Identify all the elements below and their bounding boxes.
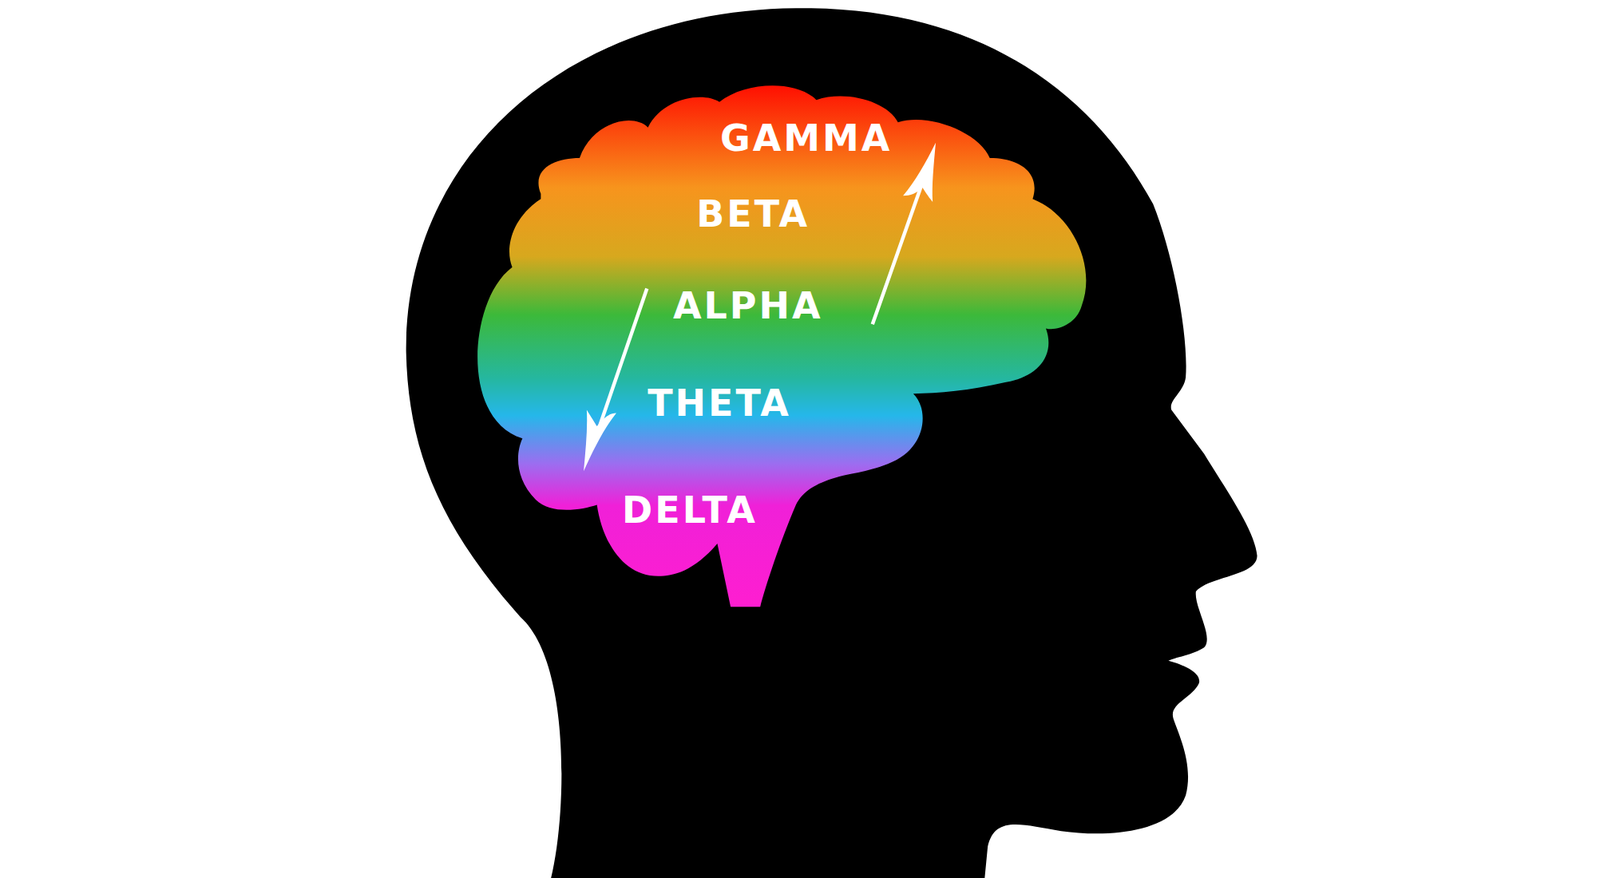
wave-label: BETA — [696, 195, 810, 233]
down-arrow-head — [583, 410, 617, 472]
brain-shape — [477, 85, 1086, 607]
wave-label: ALPHA — [673, 287, 824, 325]
head-silhouette — [406, 7, 1258, 878]
wave-label: DELTA — [621, 491, 758, 529]
up-arrow-head — [902, 142, 936, 202]
wave-label: THETA — [647, 384, 792, 422]
wave-label: GAMMA — [720, 119, 893, 157]
